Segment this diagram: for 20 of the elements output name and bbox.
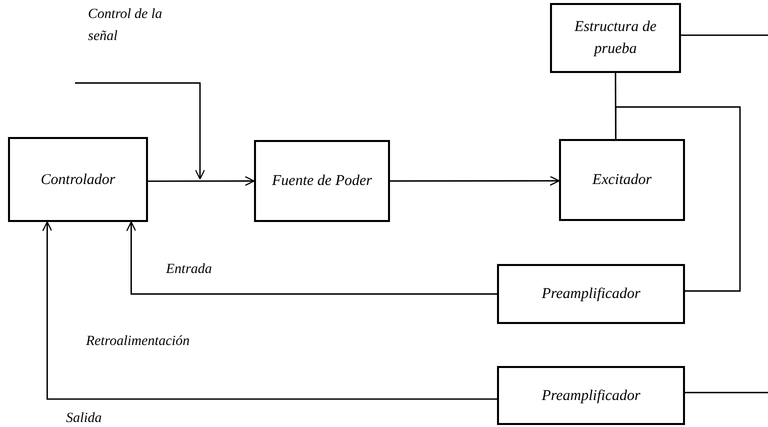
block-label: Preamplificador <box>542 386 640 406</box>
connector-arrow <box>126 221 497 295</box>
connector-arrow <box>390 176 560 186</box>
block-box <box>497 366 685 425</box>
signal-line <box>681 34 768 36</box>
signal-line <box>685 392 768 394</box>
connector-arrow <box>148 176 255 186</box>
block-label: Preamplificador <box>542 285 640 304</box>
block-box <box>8 137 148 222</box>
block-label: Fuente de Poder <box>272 172 372 191</box>
block-label: Controlador <box>40 170 116 190</box>
note-label: Retroalimentación <box>86 333 190 351</box>
block-box <box>254 140 390 222</box>
block-box <box>497 264 685 324</box>
block-box <box>550 3 681 73</box>
block-box <box>559 139 685 221</box>
connector-arrow <box>42 221 497 400</box>
block-label: Excitador <box>592 171 652 190</box>
signal-line <box>75 82 206 180</box>
block-label: Estructura de prueba <box>573 18 658 59</box>
